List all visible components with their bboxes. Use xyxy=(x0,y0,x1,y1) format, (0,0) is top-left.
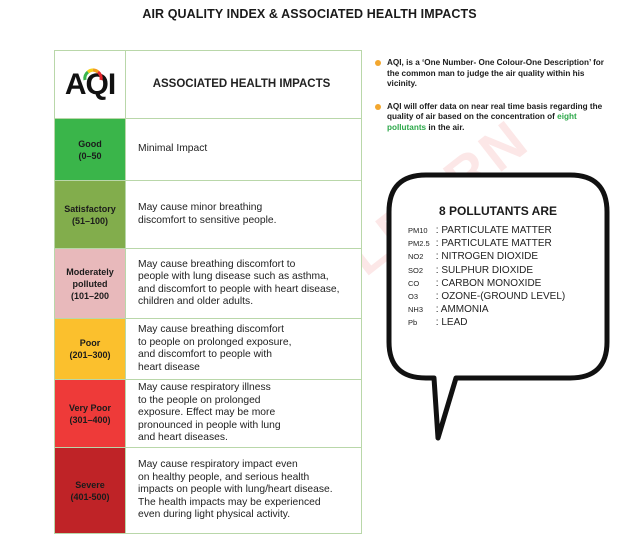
category-name: Severe xyxy=(75,479,105,490)
list-item: O3 : OZONE-(GROUND LEVEL) xyxy=(408,291,566,303)
aqi-logo-text: AQI xyxy=(64,67,116,101)
list-item: CO : CARBON MONOXIDE xyxy=(408,277,542,289)
impact-text: May cause respiratory impact even on hea… xyxy=(138,459,333,521)
pollutant-name: CARBON MONOXIDE xyxy=(441,277,542,289)
category-name: Very Poor xyxy=(68,402,112,413)
bullet-text-start: AQI will offer data on near real time ba… xyxy=(387,101,603,122)
category-cell: Good (0–50 xyxy=(55,119,126,180)
table-row: Poor (201–300) May cause breathing disco… xyxy=(55,319,361,380)
pollutant-name: OZONE-(GROUND LEVEL) xyxy=(441,291,566,303)
table-row: Very Poor (301–400) May cause respirator… xyxy=(55,380,361,448)
bullet-text: AQI, is a ‘One Number- One Colour-One De… xyxy=(387,58,604,88)
pollutant-name: PARTICULATE MATTER xyxy=(441,225,552,236)
aqi-logo: AQI xyxy=(64,67,116,101)
category-name: Good xyxy=(78,138,102,149)
table-row: Moderately polluted (101–200 May cause b… xyxy=(55,249,361,319)
pollutants-title: 8 POLLUTANTS ARE xyxy=(438,204,557,218)
category-cell: Satisfactory (51–100) xyxy=(55,181,126,248)
table-header-row: AQI ASSOCIATED HEALTH IMPACTS xyxy=(55,51,361,119)
bullet-text-end: in the air. xyxy=(426,122,465,132)
gauge-arc-icon xyxy=(83,67,103,80)
pollutant-code: Pb xyxy=(408,318,418,328)
category-range: (201–300) xyxy=(69,350,111,360)
bullet-highlight: eight pollutants xyxy=(387,112,577,132)
table-row: Good (0–50 Minimal Impact xyxy=(55,119,361,181)
speech-bubble-shape xyxy=(386,172,610,441)
pollutant-code: SO2 xyxy=(408,265,424,275)
aqi-table: AQI ASSOCIATED HEALTH IMPACTS Good (0–50… xyxy=(54,50,362,534)
pollutant-name: NITROGEN DIOXIDE xyxy=(441,251,539,263)
bullet-dot-icon xyxy=(375,60,381,66)
impact-text: Minimal Impact xyxy=(138,143,208,155)
category-range: (301–400) xyxy=(69,414,111,425)
impact-text: May cause breathing discomfort to people… xyxy=(138,324,292,373)
list-item: PM2.5 : PARTICULATE MATTER xyxy=(408,238,552,250)
list-item: NH3 : AMMONIA xyxy=(408,304,489,316)
pollutants-list: PM10 : PARTICULATE MATTER PM2.5 : PARTIC… xyxy=(408,224,565,330)
category-name: Moderately polluted xyxy=(66,266,114,289)
pollutant-code: CO xyxy=(408,278,420,288)
pollutant-code: NH3 xyxy=(408,305,424,315)
list-item: SO2 : SULPHUR DIOXIDE xyxy=(408,264,534,276)
pollutant-name: PARTICULATE MATTER xyxy=(441,238,552,250)
table-header-label: ASSOCIATED HEALTH IMPACTS xyxy=(152,78,331,91)
category-range: (0–50 xyxy=(78,150,102,161)
pollutants-bubble: 8 POLLUTANTS ARE PM10 : PARTICULATE MATT… xyxy=(386,172,610,442)
pollutant-code: NO2 xyxy=(408,252,424,262)
impact-cell: Minimal Impact xyxy=(126,119,361,180)
category-cell: Severe (401-500) xyxy=(55,448,126,533)
table-row: Severe (401-500) May cause respiratory i… xyxy=(55,448,361,533)
page-title: AIR QUALITY INDEX & ASSOCIATED HEALTH IM… xyxy=(142,7,477,21)
category-name: Satisfactory xyxy=(64,203,116,214)
bullet-point: AQI, is a ‘One Number- One Colour-One De… xyxy=(375,58,611,90)
impact-cell: May cause respiratory illness to the peo… xyxy=(126,380,361,447)
list-item: Pb : LEAD xyxy=(408,317,468,329)
impact-text: May cause minor breathing discomfort to … xyxy=(138,202,277,226)
category-range: (401-500) xyxy=(70,491,110,502)
pollutant-code: PM2.5 xyxy=(408,239,430,249)
impact-text: May cause respiratory illness to the peo… xyxy=(138,382,281,444)
impact-cell: May cause respiratory impact even on hea… xyxy=(126,448,361,533)
aqi-logo-cell: AQI xyxy=(55,51,126,118)
category-range: (101–200 xyxy=(70,290,110,301)
pollutant-name: LEAD xyxy=(441,317,468,329)
pollutant-code: PM10 xyxy=(408,226,428,235)
list-item: PM10 : PARTICULATE MATTER xyxy=(408,225,552,236)
category-range: (51–100) xyxy=(71,215,109,226)
impact-text: May cause breathing discomfort to people… xyxy=(138,258,340,308)
info-bullets: AQI, is a ‘One Number- One Colour-One De… xyxy=(375,58,611,145)
category-cell: Very Poor (301–400) xyxy=(55,380,126,447)
category-cell: Poor (201–300) xyxy=(55,319,126,379)
impact-cell: May cause minor breathing discomfort to … xyxy=(126,181,361,248)
list-item: NO2 : NITROGEN DIOXIDE xyxy=(408,251,539,263)
bullet-point: AQI will offer data on near real time ba… xyxy=(375,102,611,134)
impact-cell: May cause breathing discomfort to people… xyxy=(126,319,361,379)
table-row: Satisfactory (51–100) May cause minor br… xyxy=(55,181,361,249)
pollutant-code: O3 xyxy=(408,292,419,302)
pollutant-name: SULPHUR DIOXIDE xyxy=(441,264,534,276)
category-cell: Moderately polluted (101–200 xyxy=(55,249,126,318)
bullet-dot-icon xyxy=(375,103,381,110)
impact-cell: May cause breathing discomfort to people… xyxy=(126,249,361,318)
category-name: Poor xyxy=(79,338,101,348)
pollutant-name: AMMONIA xyxy=(440,304,489,316)
